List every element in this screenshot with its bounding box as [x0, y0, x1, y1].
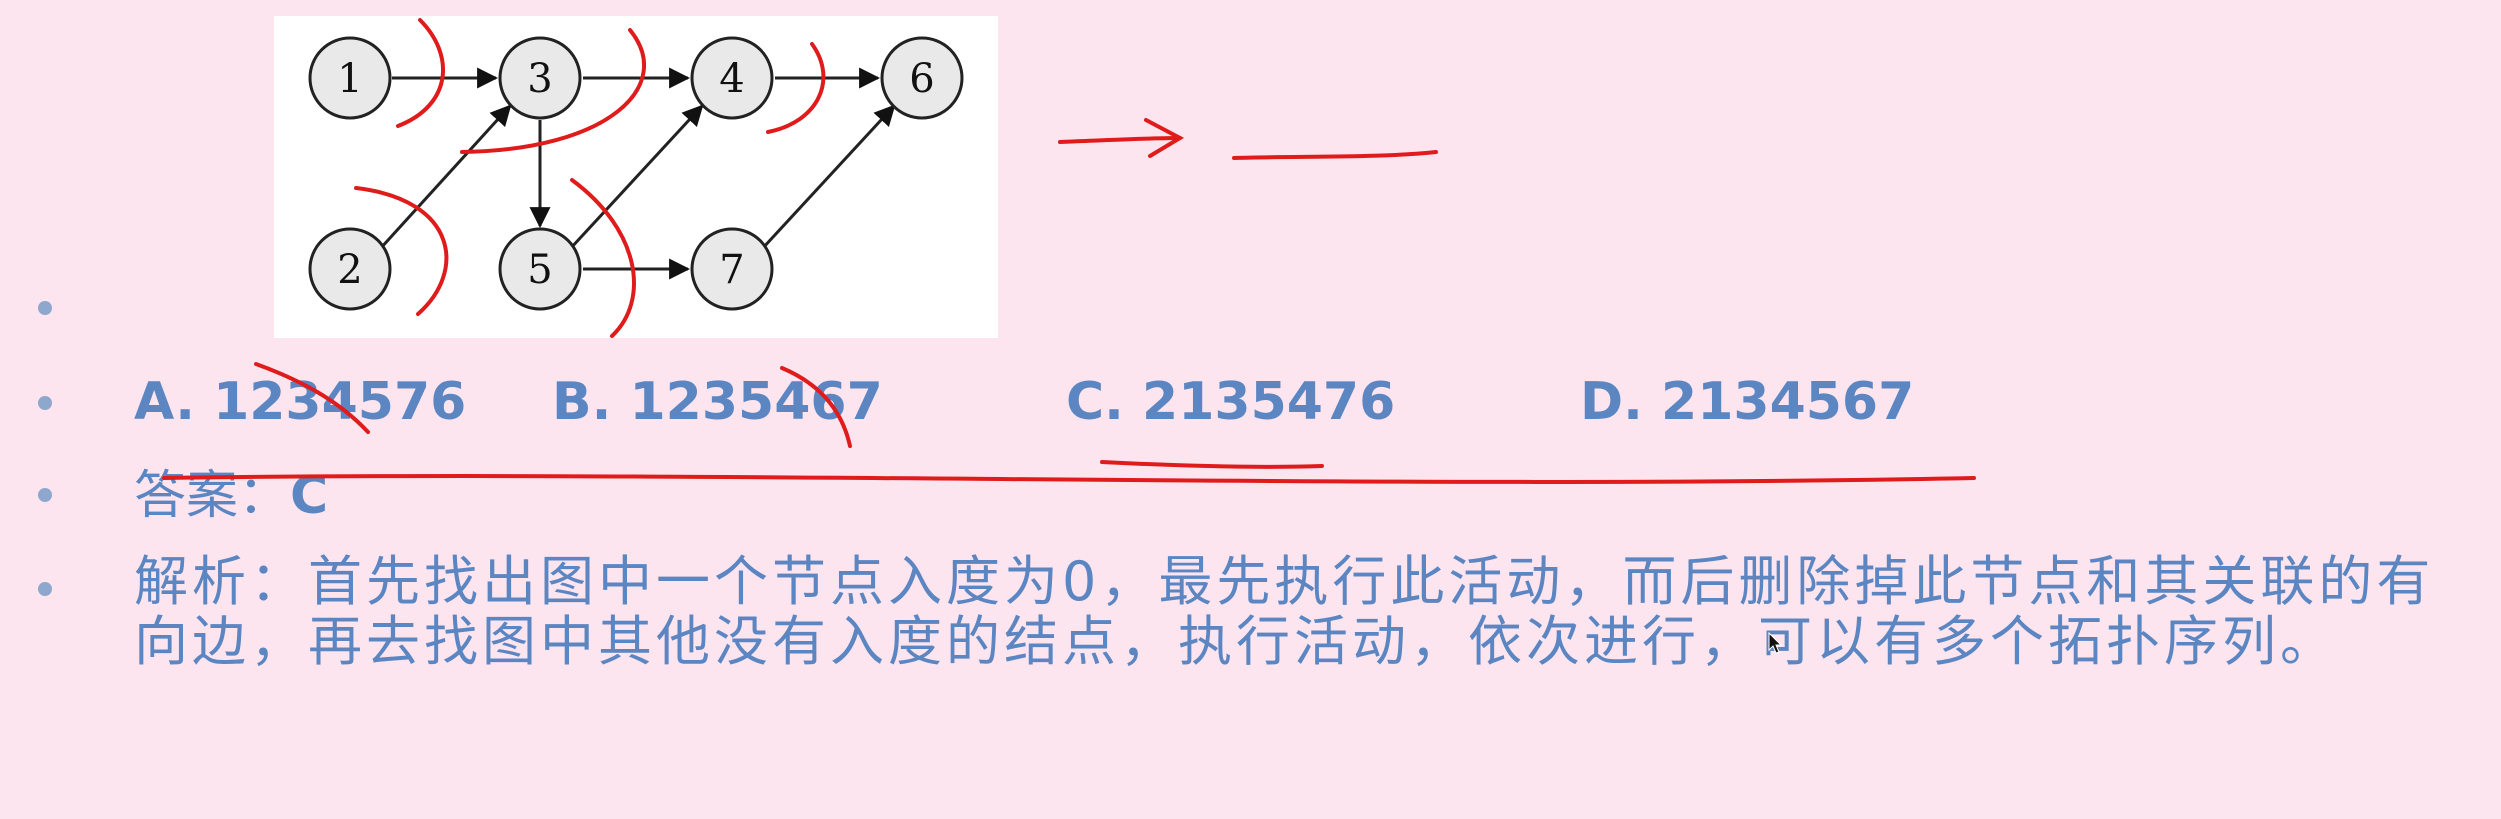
edge-7-6: [760, 104, 896, 251]
node-3-label: 3: [527, 56, 552, 102]
node-6-label: 6: [909, 56, 934, 102]
bullet-2: [38, 396, 52, 410]
node-1-label: 1: [337, 56, 362, 102]
option-b: B. 1235467: [552, 372, 883, 432]
answer-line: 答案：C: [134, 466, 328, 526]
node-1: 1: [308, 36, 392, 120]
node-2: 2: [308, 227, 392, 311]
node-4-label: 4: [719, 56, 744, 102]
analysis-text: 首先找出图中一个节点入度为0，最先执行此活动，而后删除掉此节点和其关联的有向边，…: [134, 550, 2435, 673]
ink-long-underline: [162, 474, 1976, 484]
mouse-cursor-icon: [1768, 632, 1783, 654]
answer-label: 答案：: [134, 466, 291, 526]
node-2-label: 2: [337, 247, 362, 293]
edge-5-4: [568, 104, 704, 251]
answer-value: C: [290, 466, 329, 526]
bullet-3: [38, 488, 52, 502]
analysis-paragraph: 解析：首先找出图中一个节点入度为0，最先执行此活动，而后删除掉此节点和其关联的有…: [134, 552, 2444, 672]
ink-arrow-head: [1144, 118, 1185, 158]
option-a: A. 1234576: [134, 372, 467, 432]
node-6: 6: [880, 36, 964, 120]
edge-2-3: [378, 104, 512, 251]
graph-figure: 1 3 4 6 2 5 7: [274, 16, 998, 338]
ink-blank-line: [1232, 150, 1438, 160]
node-5-label: 5: [527, 247, 552, 293]
bullet-1: [38, 301, 52, 315]
node-3: 3: [498, 36, 582, 120]
node-7-label: 7: [719, 247, 744, 293]
node-5: 5: [498, 227, 582, 311]
option-c: C. 2135476: [1066, 372, 1396, 432]
ink-arrow-shaft: [1058, 136, 1182, 144]
analysis-label: 解析：: [134, 550, 308, 613]
bullet-4: [38, 582, 52, 596]
option-d: D. 2134567: [1580, 372, 1915, 432]
node-4: 4: [690, 36, 774, 120]
ink-underline-c: [1100, 460, 1324, 469]
node-7: 7: [690, 227, 774, 311]
